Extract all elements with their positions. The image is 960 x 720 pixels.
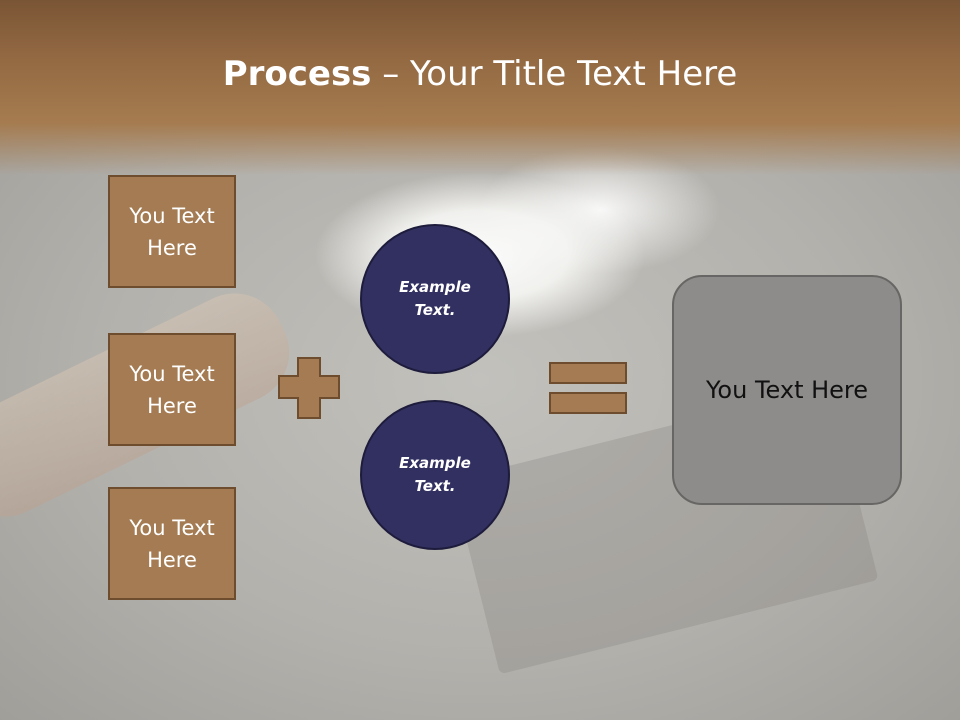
text-box-3[interactable]: You Text Here xyxy=(108,487,236,600)
result-text: You Text Here xyxy=(705,376,869,404)
example-circle-2-line2: Text. xyxy=(414,477,456,495)
text-box-1-line1: You Text xyxy=(129,203,215,228)
equals-icon-bottom-bar xyxy=(549,392,627,414)
title-bold: Process xyxy=(222,54,372,94)
title-rest: – Your Title Text Here xyxy=(371,54,738,94)
text-box-1-line2: Here xyxy=(147,235,197,260)
text-box-1[interactable]: You Text Here xyxy=(108,175,236,288)
slide-title[interactable]: Process – Your Title Text Here xyxy=(0,52,960,96)
header-band xyxy=(0,0,960,175)
example-circle-1-line2: Text. xyxy=(414,301,456,319)
text-box-2[interactable]: You Text Here xyxy=(108,333,236,446)
example-circle-2[interactable]: Example Text. xyxy=(360,400,510,550)
text-box-3-line1: You Text xyxy=(129,515,215,540)
text-box-3-line2: Here xyxy=(147,547,197,572)
example-circle-1-line1: Example xyxy=(399,278,471,296)
example-circle-2-line1: Example xyxy=(399,454,471,472)
text-box-2-line1: You Text xyxy=(129,361,215,386)
equals-icon-top-bar xyxy=(549,362,627,384)
example-circle-1[interactable]: Example Text. xyxy=(360,224,510,374)
result-box[interactable]: You Text Here xyxy=(672,275,902,505)
text-box-2-line2: Here xyxy=(147,393,197,418)
